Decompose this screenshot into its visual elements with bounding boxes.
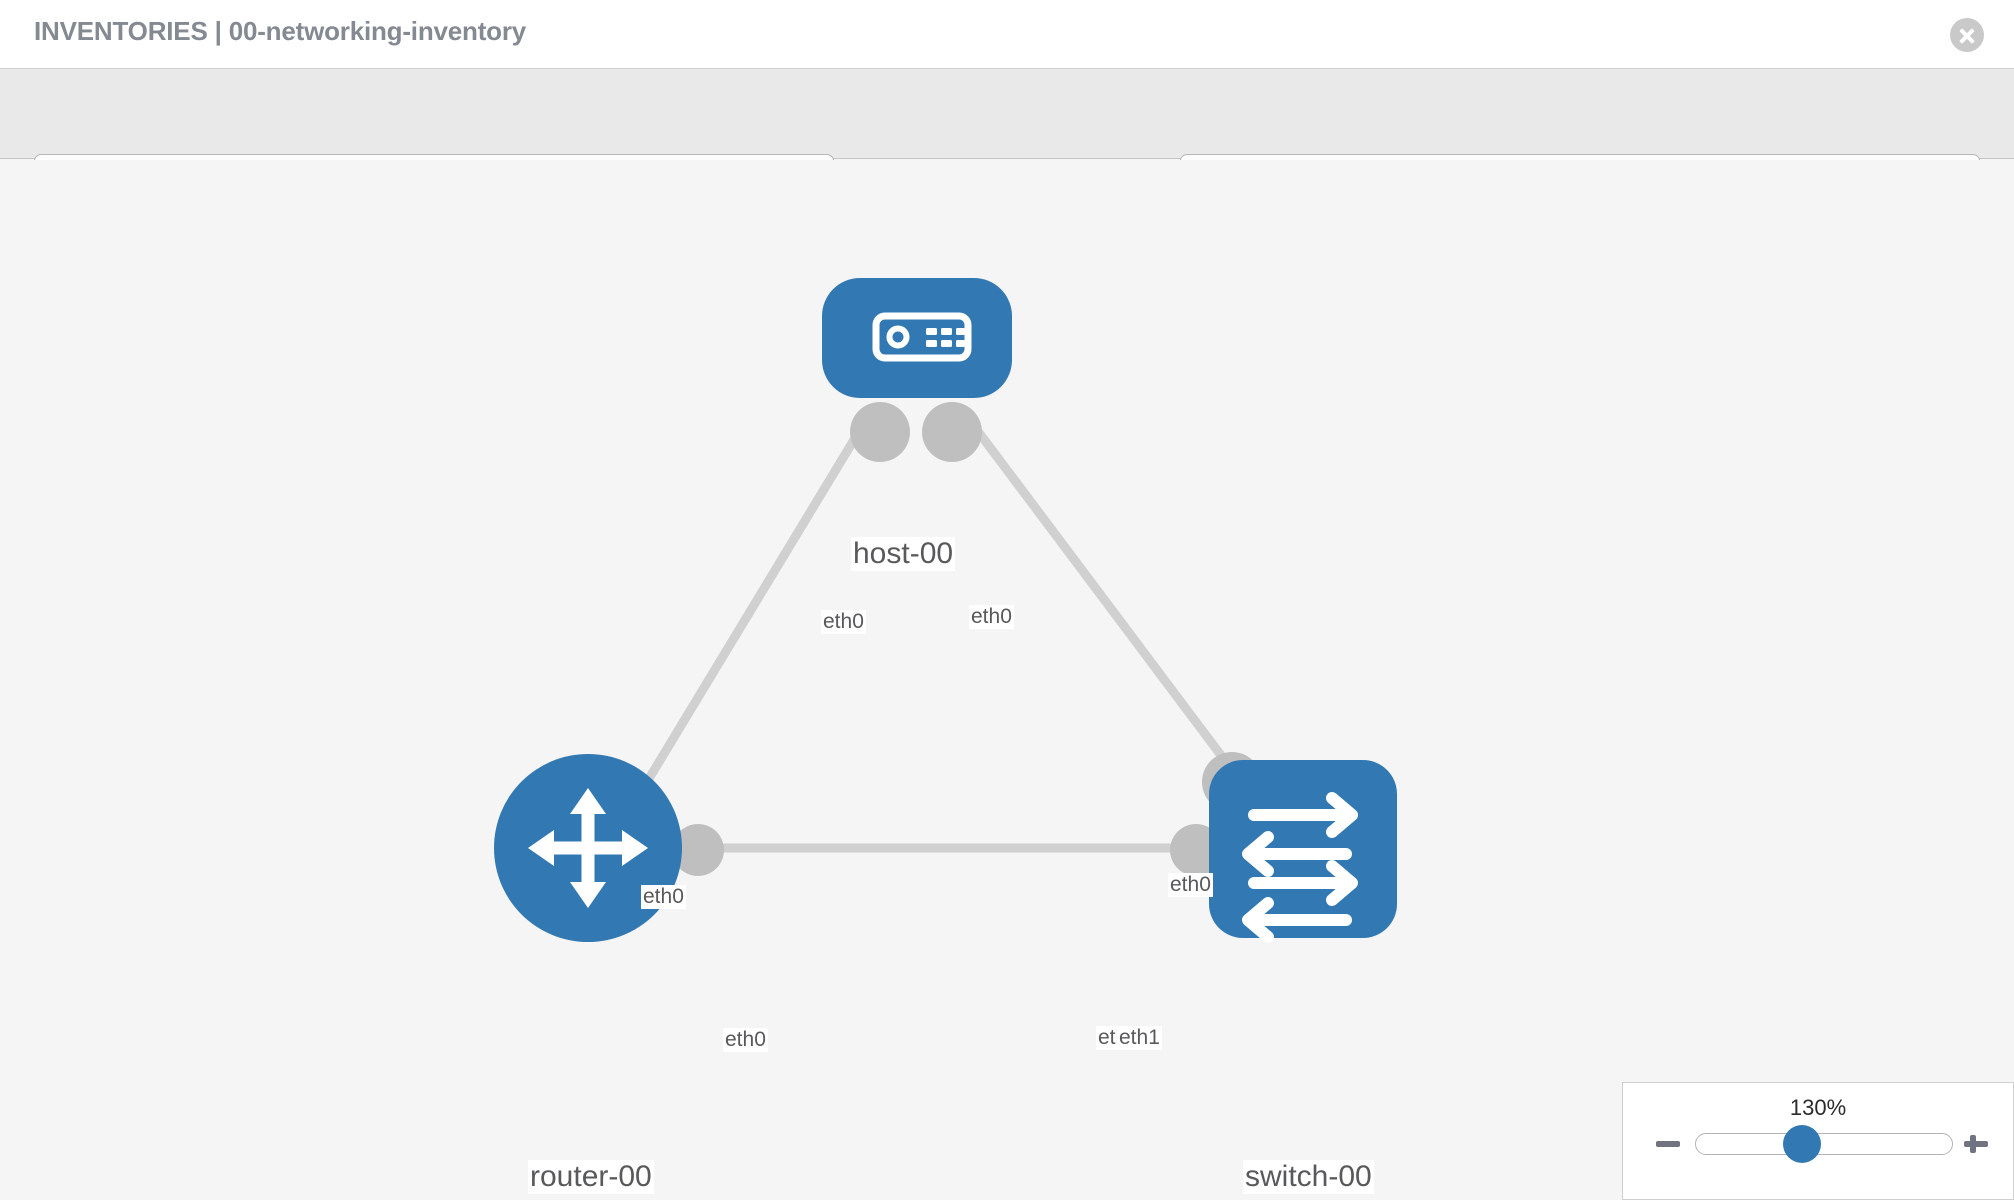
page-header: INVENTORIES | 00-networking-inventory [0, 0, 2014, 69]
close-icon[interactable] [1950, 18, 1984, 52]
connector-dot [672, 824, 724, 876]
node-label-switch-00: switch-00 [1243, 1160, 1374, 1194]
node-label-router-00: router-00 [528, 1160, 654, 1194]
topology-canvas[interactable]: host-00 router-00 switch-00 eth0 eth0 et… [0, 160, 2014, 1200]
connector-dot [850, 402, 910, 462]
interface-label: eth0 [969, 605, 1014, 630]
interface-label: eth1 [1117, 1026, 1162, 1051]
topology-links [626, 407, 1266, 853]
topology-graph [494, 278, 1397, 943]
link-host00-router00 [626, 407, 876, 813]
plus-icon-vertical [1970, 1135, 1976, 1153]
interface-label: eth0 [723, 1028, 768, 1053]
zoom-control-panel: 130% [1622, 1082, 2014, 1200]
toolbar: ACTIONS SEARCH [0, 69, 2014, 212]
zoom-out-button[interactable] [1653, 1129, 1683, 1159]
page-title: INVENTORIES | 00-networking-inventory [34, 16, 527, 46]
zoom-slider-thumb[interactable] [1783, 1125, 1821, 1163]
node-switch-00[interactable] [1209, 760, 1397, 943]
node-label-host-00: host-00 [851, 537, 956, 571]
link-host00-switch00 [958, 407, 1266, 813]
zoom-in-button[interactable] [1961, 1129, 1991, 1159]
zoom-slider-track[interactable] [1695, 1133, 1953, 1155]
interface-label: eth0 [821, 610, 866, 635]
plus-icon-horizontal [1964, 1141, 1988, 1147]
interface-label: eth0 [641, 885, 686, 910]
node-router-00[interactable] [494, 754, 682, 942]
connector-dot [922, 402, 982, 462]
zoom-level-value: 130% [1789, 1095, 1847, 1120]
topology-connectors [672, 402, 1262, 876]
interface-label: eth0 [1168, 873, 1213, 898]
node-host-00[interactable] [822, 278, 1012, 398]
minus-icon [1656, 1141, 1680, 1147]
